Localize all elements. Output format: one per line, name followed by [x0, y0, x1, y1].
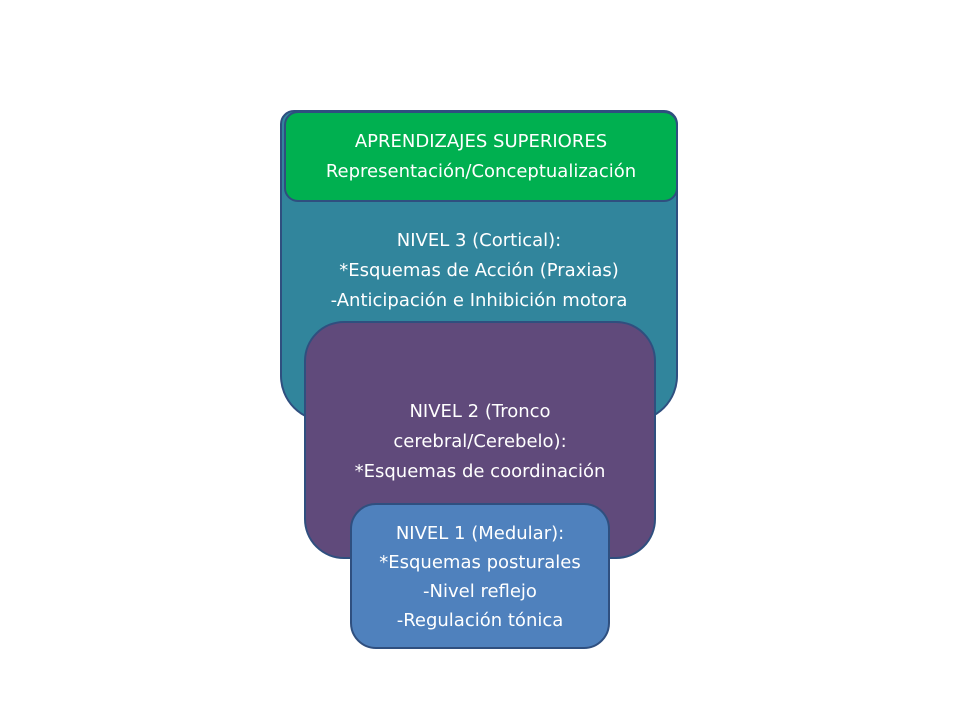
level1-line-3: -Nivel reflejo — [423, 581, 537, 602]
level1-box: NIVEL 1 (Medular): *Esquemas posturales … — [350, 503, 610, 649]
higher-learning-box: APRENDIZAJES SUPERIORES Representación/C… — [284, 111, 678, 202]
higher-learning-subtitle: Representación/Conceptualización — [325, 160, 637, 182]
level2-line-3: *Esquemas de coordinación — [354, 461, 606, 482]
higher-learning-title: APRENDIZAJES SUPERIORES — [354, 130, 608, 152]
level1-line-2: *Esquemas posturales — [379, 552, 581, 573]
level2-title-cont: cerebral/Cerebelo): — [393, 431, 567, 452]
level3-line-3: -Anticipación e Inhibición motora — [330, 290, 628, 311]
level1-title: NIVEL 1 (Medular): — [395, 523, 565, 544]
level1-line-4: -Regulación tónica — [396, 610, 564, 631]
level2-title: NIVEL 2 (Tronco — [409, 401, 551, 422]
level3-line-2: *Esquemas de Acción (Praxias) — [339, 260, 619, 281]
level3-title: NIVEL 3 (Cortical): — [396, 230, 562, 251]
